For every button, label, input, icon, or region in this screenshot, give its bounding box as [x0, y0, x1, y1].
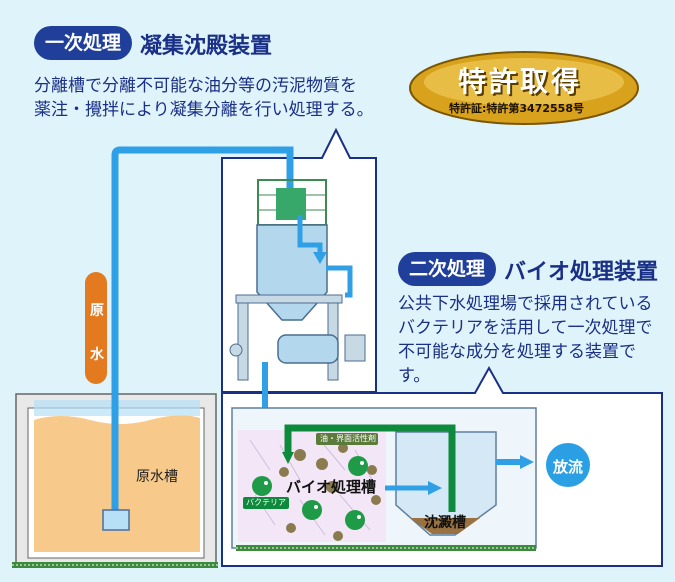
discharge-label: 放流 [553, 458, 584, 476]
pump-box [102, 509, 130, 531]
oil-tag-bg [316, 433, 378, 445]
discharge-circle [546, 443, 590, 487]
recirculation-arrow [282, 452, 294, 464]
raw-water-pipe [111, 146, 294, 512]
raw-water-label-bg [85, 272, 107, 384]
secondary-description-line: 不可能な成分を処理する装置です。 [398, 342, 636, 386]
bacteria-tag-label: バクテリア [246, 498, 286, 507]
patent-badge-highlight [424, 58, 624, 106]
primary-title: 凝集沈殿装置 [140, 34, 273, 59]
patent-title: 特許取得 [458, 65, 583, 98]
discharge-arrow [520, 455, 534, 469]
recirculation-pipe [284, 424, 456, 512]
coagulation-tower [229, 179, 366, 381]
primary-badge: 一次処理 [34, 26, 132, 60]
patent-number: 特許証:特許第3472558号 [449, 102, 584, 115]
primary-description-line: 分離槽で分離不可能な油分等の汚泥物質を [34, 76, 357, 96]
bacteria-group [252, 456, 368, 530]
oil-tag-label: 油・界面活性剤 [320, 434, 376, 443]
secondary-badge: 二次処理 [398, 252, 496, 286]
secondary-description-line: バクテリアを活用して一次処理で [398, 318, 653, 338]
bio-tank-label: バイオ処理槽 [286, 478, 377, 496]
settling-tank-label: 沈澱槽 [424, 515, 466, 531]
secondary-description-line: 公共下水処理場で採用されている [398, 294, 653, 314]
raw-water-tank-label: 原水槽 [136, 469, 178, 485]
primary-description: 分離槽で分離不可能な油分等の汚泥物質を 薬注・攪拌により凝集分離を行い処理する。 [34, 74, 394, 122]
to-settling-arrow [428, 481, 442, 495]
bacteria-tag-bg [243, 497, 289, 509]
oil-particle-group [279, 443, 381, 541]
secondary-title: バイオ処理装置 [504, 260, 659, 285]
raw-water-char-1: 原 [90, 303, 104, 319]
raw-water-char-2: 水 [90, 347, 104, 363]
secondary-description: 公共下水処理場で採用されている バクテリアを活用して一次処理で 不可能な成分を処… [398, 292, 668, 388]
primary-description-line: 薬注・攪拌により凝集分離を行い処理する。 [34, 100, 374, 120]
